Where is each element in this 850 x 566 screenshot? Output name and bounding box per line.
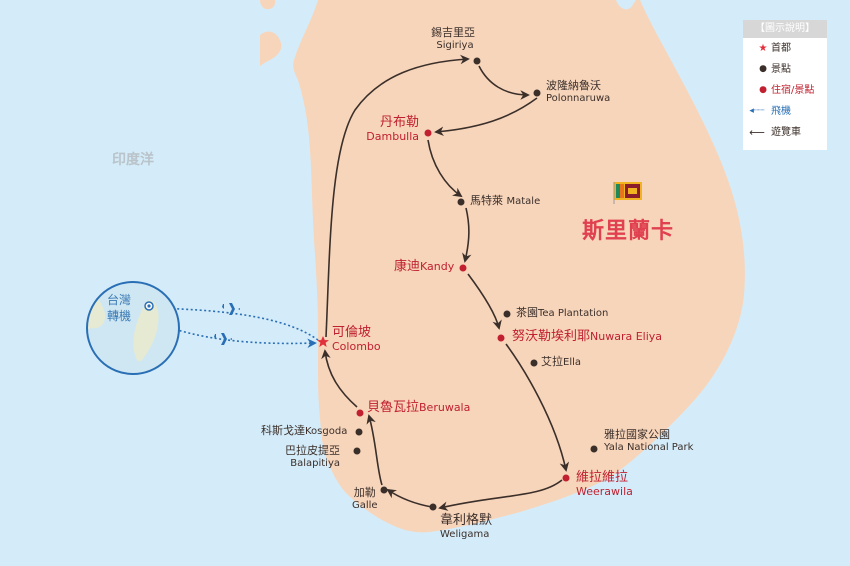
legend-item-overnight: ● 住宿/景點 [743,80,827,101]
route-colombo-sigiriya [325,54,470,338]
place-tea-plantation[interactable]: 茶園Tea Plantation [516,306,609,319]
sri-lanka-flag-icon [613,182,642,204]
legend-item-flight: ◂┈┈ 飛機 [743,101,827,122]
route-galle-beruwala [366,414,383,486]
dotted-arrow-icon: ◂┈┈ [749,106,765,116]
place-matale[interactable]: 馬特萊 Matale [470,194,541,207]
legend-item-attraction: ● 景點 [743,59,827,80]
india-coast-2 [260,31,282,66]
dot-icon: ● [759,64,767,74]
place-weerawila[interactable]: 維拉維拉 Weerawila [576,470,633,498]
solid-arrow-icon: ⟵ [749,126,765,139]
legend: 【圖示說明】 ★ 首都 ● 景點 ● 住宿/景點 ◂┈┈ 飛機 ⟵ 遊覽車 [743,20,827,150]
place-kosgoda[interactable]: 科斯戈達Kosgoda [261,424,348,437]
route-polonnaruwa-dambulla [434,97,538,137]
place-beruwala[interactable]: 貝魯瓦拉Beruwala [367,400,471,415]
place-yala[interactable]: 雅拉國家公園 Yala National Park [604,428,694,453]
legend-title: 【圖示說明】 [743,20,827,38]
red-dot-icon: ● [759,85,767,95]
taiwan-inset [86,281,180,375]
capital-star-icon [317,336,329,347]
plane-icon [214,333,232,345]
place-kandy[interactable]: 康迪Kandy [394,259,455,274]
route-nuwara-weerawila [505,343,570,472]
taiwan-island [133,300,159,362]
route-matale-kandy [462,207,472,263]
route-weligama-galle [386,488,433,508]
place-nuwara-eliya[interactable]: 努沃勒埃利耶Nuwara Eliya [512,329,663,344]
place-galle[interactable]: 加勒 Galle [352,486,378,511]
place-polonnaruwa[interactable]: 波隆納魯沃 Polonnaruwa [546,79,611,104]
place-balapitiya[interactable]: 巴拉皮提亞 Balapitiya [285,444,340,469]
overnight-dots [356,129,570,482]
plane-icons [214,303,240,345]
place-dambulla[interactable]: 丹布勒 Dambulla [366,115,420,143]
place-weligama[interactable]: 韋利格默 Weligama [440,513,493,540]
ocean-label: 印度洋 [112,152,154,168]
star-icon: ★ [758,43,768,54]
india-coast [260,0,276,10]
sri-lanka-landmass [293,0,745,533]
plane-icon [222,303,240,315]
legend-item-bus: ⟵ 遊覽車 [743,122,827,143]
route-sigiriya-polonnaruwa [478,65,530,100]
route-weerawila-weligama [438,479,563,511]
legend-item-capital: ★ 首都 [743,38,827,59]
country-label: 斯里蘭卡 [582,218,675,244]
route-beruwala-colombo [321,349,358,408]
flight-colombo-taiwan [150,303,319,341]
place-colombo[interactable]: 可倫坡 Colombo [332,325,381,353]
route-dambulla-matale [427,139,463,198]
taiwan-transfer-label: 台灣 轉機 [107,293,132,323]
place-ella[interactable]: 艾拉Ella [541,355,582,368]
place-sigiriya[interactable]: 錫吉里亞 Sigiriya [431,26,475,51]
attraction-dots [353,57,598,511]
route-kandy-nuwara [467,273,502,330]
